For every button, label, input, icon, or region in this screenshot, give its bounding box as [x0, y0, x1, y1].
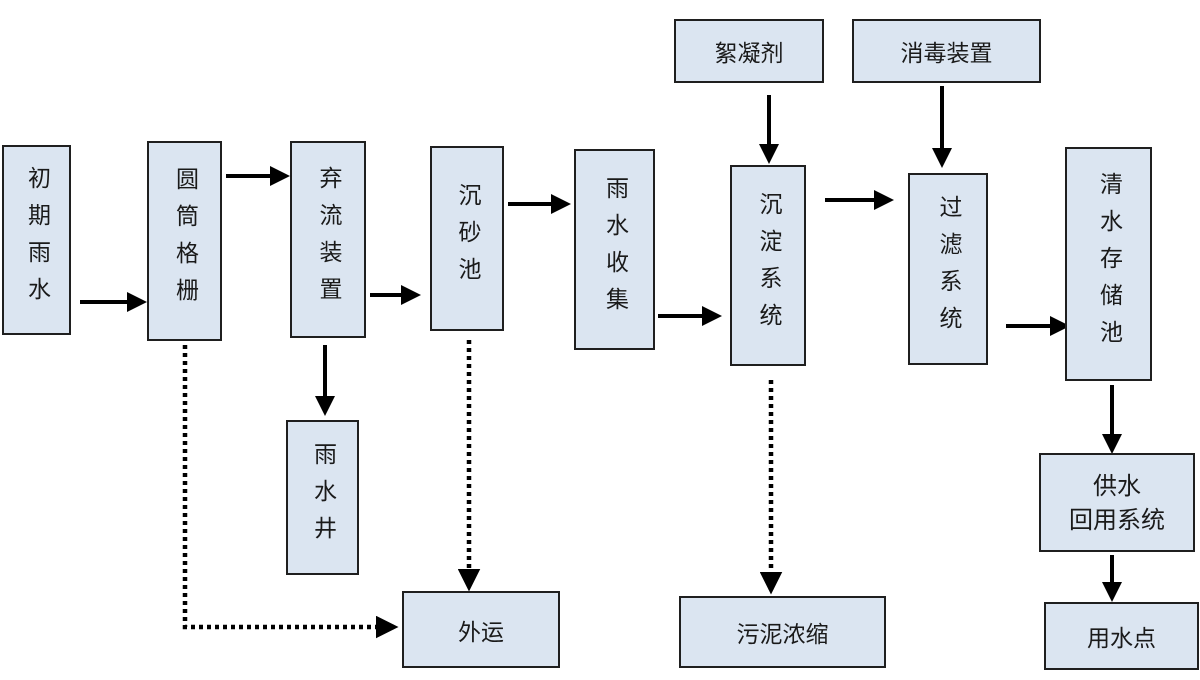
node-drum-screen: 圆筒格栅: [147, 141, 222, 341]
node-rain-well: 雨水井: [286, 420, 359, 575]
node-flocculant: 絮凝剂: [674, 19, 824, 83]
node-filtration: 过滤系统: [908, 173, 988, 365]
node-sedimentation: 沉淀系统: [730, 165, 806, 366]
node-supply-line1: 供水: [1093, 471, 1141, 500]
node-clear-water-tank: 清水存储池: [1065, 147, 1152, 381]
node-rain-collection: 雨水收集: [574, 149, 655, 350]
node-grit-chamber: 沉砂池: [430, 146, 504, 331]
node-disinfection: 消毒装置: [852, 19, 1041, 83]
node-sludge-thickening: 污泥浓缩: [679, 596, 886, 668]
node-use-point: 用水点: [1044, 602, 1199, 670]
node-initial-rain: 初期雨水: [2, 145, 71, 335]
node-haul-away: 外运: [402, 591, 560, 668]
node-diverter: 弃流装置: [290, 141, 366, 338]
node-supply-line2: 回用系统: [1069, 505, 1165, 534]
node-supply-system: 供水 回用系统: [1039, 453, 1195, 552]
dotted-arrow-screen-to-haul: [182, 345, 399, 639]
